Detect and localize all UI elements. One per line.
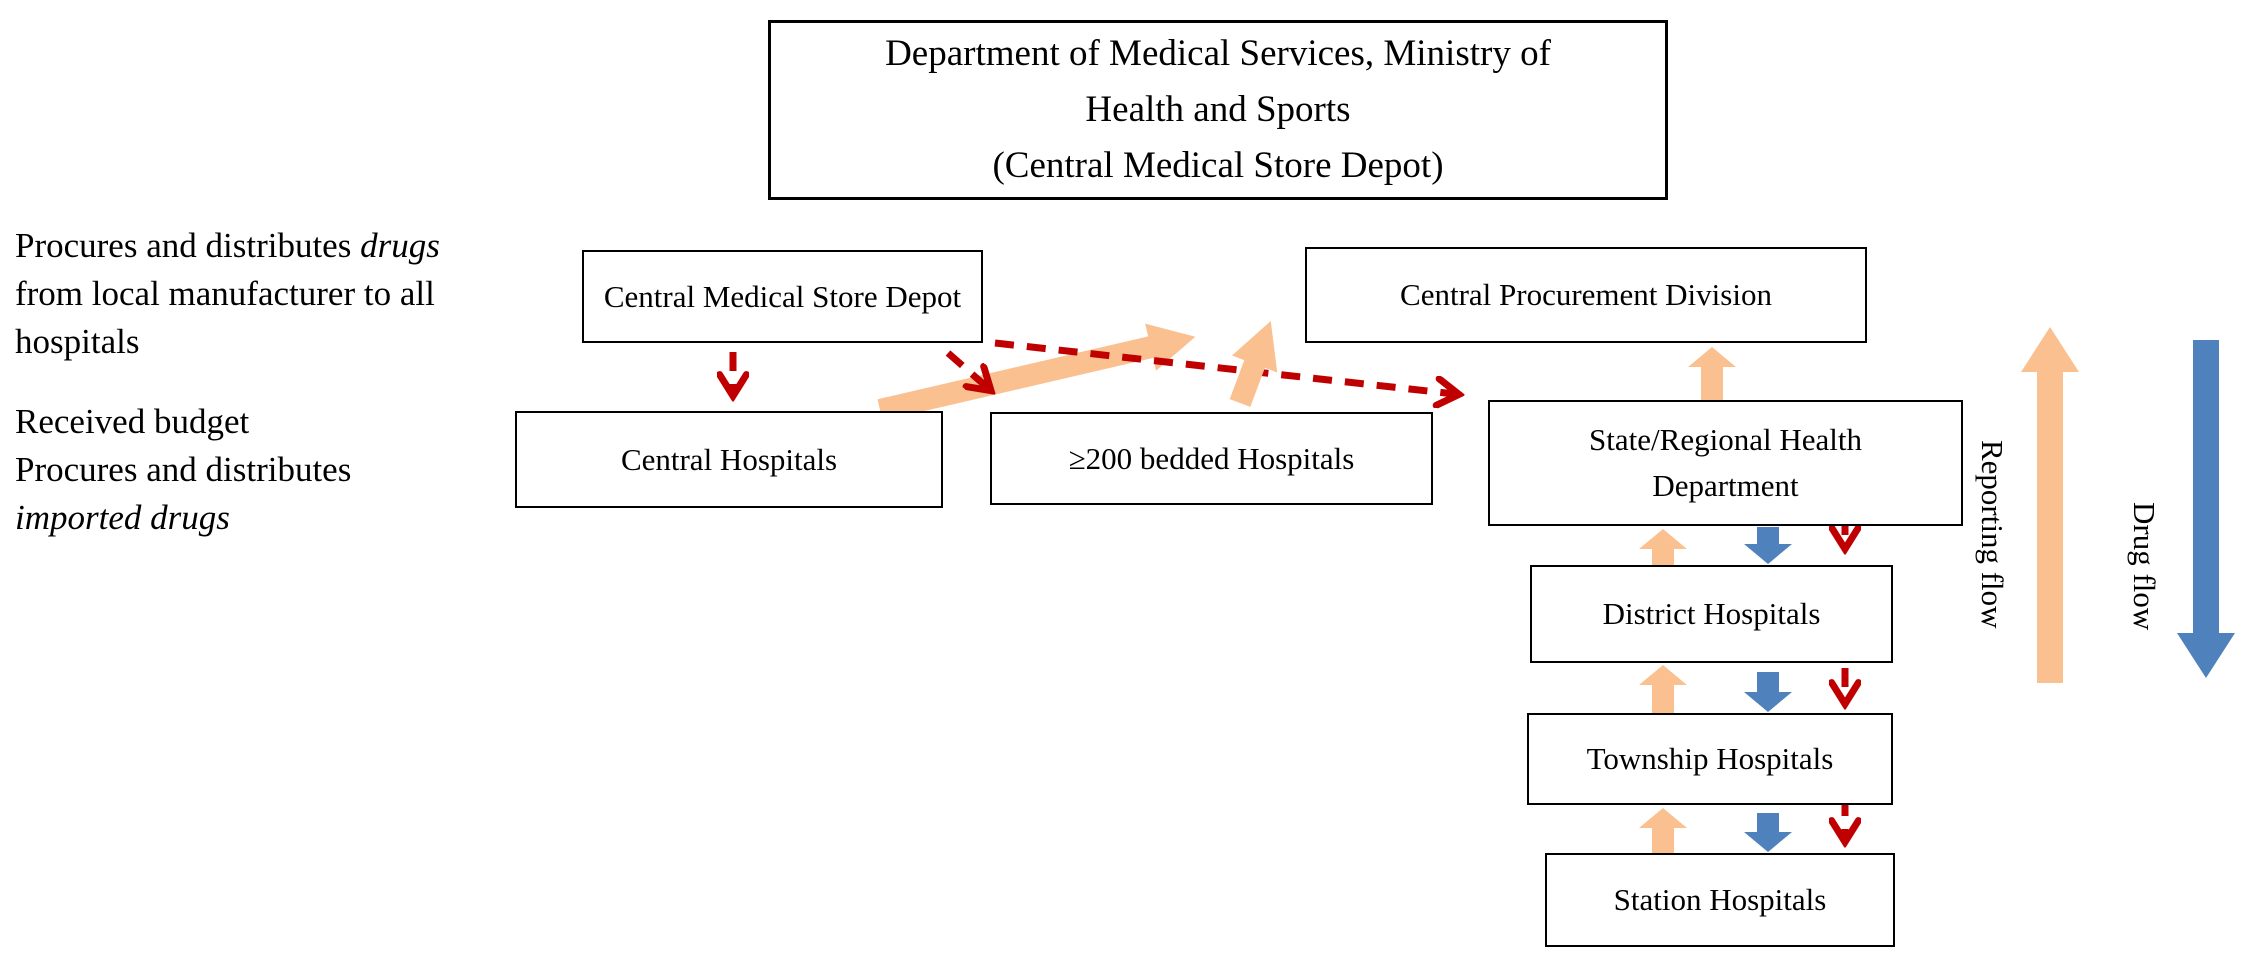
annotation-imported-line2: Procures and distributes <box>15 450 352 489</box>
box-central-medical-store-depot: Central Medical Store Depot <box>582 250 983 343</box>
reporting-flow-legend-arrow <box>2021 327 2079 683</box>
township-hospitals-label: Township Hospitals <box>1586 741 1834 776</box>
cpd-label: Central Procurement Division <box>1400 277 1772 312</box>
cmsd-label: Central Medical Store Depot <box>603 278 962 314</box>
box-department-of-medical-services: Department of Medical Services, Ministry… <box>768 20 1668 200</box>
edge-township-to-station-blue <box>1744 813 1792 852</box>
box-state-regional-health-department: State/Regional Health Department <box>1488 400 1963 526</box>
annotation-imported-line3-italic: imported drugs <box>15 498 230 537</box>
annotation-local-drugs: Procures and distributes drugs from loca… <box>15 222 440 366</box>
central-hospitals-label: Central Hospitals <box>620 441 838 477</box>
state-regional-line1: State/Regional Health <box>1589 422 1862 457</box>
edge-district-to-township-blue <box>1744 672 1792 712</box>
box-central-procurement-division: Central Procurement Division <box>1305 247 1867 343</box>
edge-cmsd-to-200-bedded <box>945 350 988 388</box>
annotation-local-line1-normal: Procures and distributes <box>15 226 361 265</box>
edge-200-bedded-to-cpd <box>1229 321 1278 407</box>
box-station-hospitals: Station Hospitals <box>1545 853 1895 947</box>
state-regional-line2: Department <box>1652 468 1799 503</box>
department-line2: Health and Sports <box>1085 89 1351 130</box>
edge-township-to-district <box>1639 665 1687 713</box>
box-200-bedded-hospitals: ≥200 bedded Hospitals <box>990 412 1433 505</box>
department-line1: Department of Medical Services, Ministry… <box>885 33 1551 74</box>
annotation-imported-drugs: Received budget Procures and distributes… <box>15 398 351 542</box>
reporting-flow-label: Reporting flow <box>1975 440 2010 629</box>
district-hospitals-label: District Hospitals <box>1602 596 1821 631</box>
edge-station-to-township <box>1639 808 1687 853</box>
annotation-local-line1: Procures and distributes drugs <box>15 222 440 270</box>
department-line3: (Central Medical Store Depot) <box>992 145 1444 186</box>
edge-state-regional-to-cpd <box>1688 347 1736 400</box>
station-hospitals-label: Station Hospitals <box>1613 882 1827 917</box>
annotation-imported-line1: Received budget <box>15 402 250 441</box>
annotation-local-line1-italic: drugs <box>360 226 440 265</box>
drug-flow-label: Drug flow <box>2127 502 2162 631</box>
edge-state-regional-to-district-blue <box>1744 527 1792 564</box>
bedded-200-label: ≥200 bedded Hospitals <box>1068 440 1355 476</box>
annotation-local-line3: hospitals <box>15 322 140 361</box>
box-township-hospitals: Township Hospitals <box>1527 713 1893 805</box>
annotation-imported-line3: imported drugs <box>15 494 351 542</box>
edge-district-to-state-regional <box>1639 529 1687 565</box>
box-district-hospitals: District Hospitals <box>1530 565 1893 663</box>
edge-central-hospitals-to-cpd <box>877 323 1196 421</box>
edge-cmsd-to-state-regional <box>994 339 1455 394</box>
annotation-local-line2: from local manufacturer to all <box>15 274 435 313</box>
drug-flow-legend-arrow <box>2177 340 2235 678</box>
box-central-hospitals: Central Hospitals <box>515 411 943 508</box>
